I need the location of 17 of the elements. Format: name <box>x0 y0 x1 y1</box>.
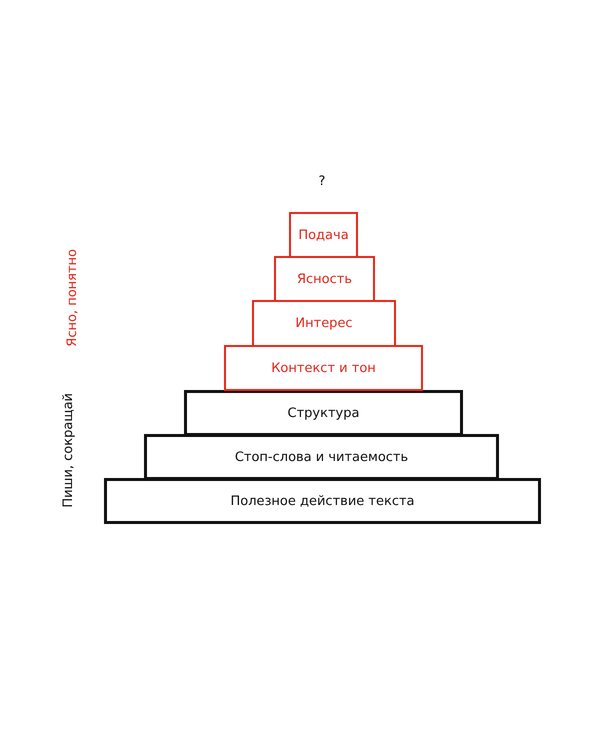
pyramid-tier <box>274 256 375 302</box>
tier-label: Контекст и тон <box>271 360 376 376</box>
tier-label: Стоп-слова и читаемость <box>234 450 408 464</box>
tier-label: Полезное действие текста <box>230 494 415 508</box>
pyramid-tier <box>144 434 499 480</box>
pyramid-tier <box>184 390 463 436</box>
pyramid-tier <box>252 300 396 347</box>
question-label: ? <box>318 174 326 188</box>
tier-label: Интерес <box>295 316 353 331</box>
side-label: Ясно, понятно <box>64 249 80 347</box>
tier-label: Ясность <box>296 272 352 286</box>
pyramid-tier <box>289 212 358 258</box>
side-label: Пиши, сокращай <box>60 392 76 508</box>
pyramid-tier <box>104 478 541 524</box>
tier-label: Подача <box>298 228 349 242</box>
tier-label: Структура <box>288 406 360 420</box>
pyramid-tier <box>224 345 423 391</box>
